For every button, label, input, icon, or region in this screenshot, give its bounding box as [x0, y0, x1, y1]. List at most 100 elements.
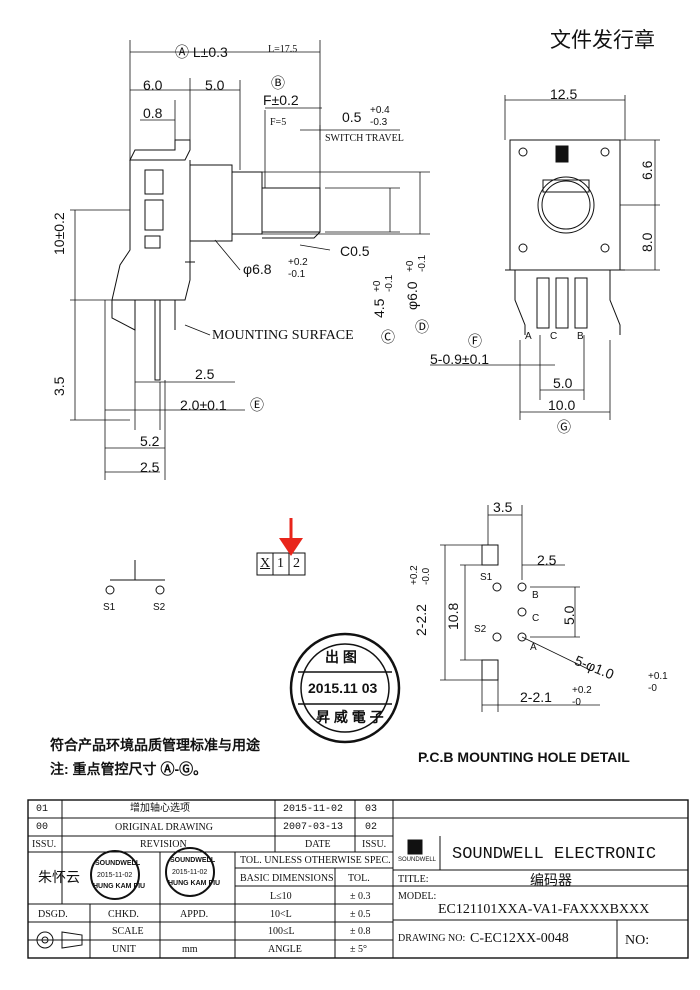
- dim-5-2: 5.2: [140, 433, 160, 449]
- unit-value: mm: [182, 944, 198, 955]
- title-label: TITLE:: [398, 874, 429, 885]
- stamp-bottom-text: 昇 威 電 子: [316, 709, 384, 725]
- dim-phi-6-8: φ6.8: [243, 261, 272, 277]
- dim-5-0-front: 5.0: [553, 375, 573, 391]
- tol-row-1-tol: ± 0.5: [350, 909, 371, 920]
- label-b: Ⓑ: [271, 75, 285, 91]
- pcb-dim-2-5: 2.5: [537, 552, 557, 568]
- dim-f: F±0.2: [263, 92, 299, 108]
- pcb-dim-5-0: 5.0: [561, 605, 577, 625]
- pcb-dim-2-1-up: +0.2: [572, 685, 592, 696]
- dim-8-0: 8.0: [639, 232, 655, 252]
- rev-0-desc: 增加轴心选项: [130, 803, 190, 814]
- pcb-a: A: [530, 642, 537, 653]
- dim-chamfer: C0.5: [340, 243, 370, 259]
- dim-phi-6-8-up: +0.2: [288, 257, 308, 268]
- pcb-dim-holes-up: +0.1: [648, 671, 668, 682]
- stamp1-top: SOUNDWELL: [95, 860, 141, 867]
- pcb-b: B: [532, 590, 539, 601]
- pcb-dim-10-8: 10.8: [445, 602, 461, 630]
- issue-stamp-title: 文件发行章: [550, 29, 655, 52]
- tol-label: TOL.: [348, 873, 370, 884]
- pcb-title: P.C.B MOUNTING HOLE DETAIL: [418, 749, 630, 765]
- dsgd-label: DSGD.: [38, 909, 68, 920]
- schematic-1: 1: [277, 556, 284, 571]
- dim-2-5-lower: 2.5: [140, 459, 160, 475]
- pin-b-label: B: [577, 331, 584, 342]
- stamp1-bottom: HUNG KAM PIU: [93, 883, 146, 890]
- label-g: Ⓖ: [557, 419, 571, 435]
- note-line-2: 注: 重点管控尺寸 Ⓐ-Ⓖ。: [50, 761, 208, 777]
- no-label: NO:: [625, 933, 650, 948]
- header-issu: ISSU.: [32, 839, 57, 850]
- signer-name: 朱怀云: [38, 869, 80, 885]
- dim-f-note: F=5: [270, 117, 287, 128]
- scale-label: SCALE: [112, 926, 144, 937]
- chkd-label: CHKD.: [108, 909, 139, 920]
- dim-holes: 5-0.9±0.1: [430, 351, 490, 367]
- switch-travel-value: 0.5: [342, 109, 362, 125]
- drawing-no-value: C-EC12XX-0048: [470, 931, 569, 946]
- tol-header: TOL. UNLESS OTHERWISE SPEC.: [240, 855, 391, 866]
- label-d: Ⓓ: [415, 319, 429, 335]
- title-value: 编码器: [530, 872, 572, 888]
- switch-travel-tol-up: +0.4: [370, 105, 390, 116]
- dim-6-0: 6.0: [143, 77, 163, 93]
- switch-s2: S2: [153, 602, 166, 613]
- stamp2-top: SOUNDWELL: [170, 857, 216, 864]
- drawing-no-label: DRAWING NO:: [398, 933, 466, 944]
- schematic-x: X: [260, 556, 271, 571]
- pcb-dim-2-2-up: +0.2: [409, 565, 420, 585]
- stamp1-date: 2015-11-02: [97, 872, 133, 879]
- dim-phi-6-8-dn: -0.1: [288, 269, 306, 280]
- model-label: MODEL:: [398, 891, 437, 902]
- schematic-2: 2: [293, 556, 300, 571]
- stamp-top-text: 出 图: [325, 649, 357, 665]
- dim-4-5-up: +0: [372, 280, 383, 292]
- dim-0-8: 0.8: [143, 105, 163, 121]
- header-date: DATE: [305, 839, 331, 850]
- dim-10-0: 10.0: [548, 397, 576, 413]
- pcb-dim-2-2-dn: -0.0: [421, 567, 432, 585]
- pin-c-label: C: [550, 331, 558, 342]
- dim-2-0: 2.0±0.1: [180, 397, 227, 413]
- company-name: SOUNDWELL ELECTRONIC: [452, 845, 657, 864]
- stamp-date: 2015.11 03: [308, 680, 378, 696]
- tol-row-1-range: 10<L: [270, 909, 292, 920]
- tol-row-2-range: 100≤L: [268, 926, 295, 937]
- switch-travel-tol-dn: -0.3: [370, 117, 388, 128]
- header-issu-2: ISSU.: [362, 839, 387, 850]
- pcb-c: C: [532, 613, 540, 624]
- tol-row-3-range: ANGLE: [268, 944, 302, 955]
- rev-1-no: 00: [36, 822, 49, 833]
- stamp2-bottom: HUNG KAM PIU: [168, 880, 221, 887]
- dim-2-5-upper: 2.5: [195, 366, 215, 382]
- switch-travel-label: SWITCH TRAVEL: [325, 133, 404, 144]
- dim-length-note: L=17.5: [268, 44, 298, 55]
- note-line-1: 符合产品环境品质管理标准与用途: [50, 737, 260, 753]
- unit-label: UNIT: [112, 944, 136, 955]
- pcb-dim-holes-dn: -0: [648, 683, 657, 694]
- appd-label: APPD.: [180, 909, 209, 920]
- dim-5-0: 5.0: [205, 77, 225, 93]
- label-f: Ⓕ: [468, 333, 482, 349]
- rev-1-code: 02: [365, 822, 378, 833]
- rev-1-desc: ORIGINAL DRAWING: [115, 822, 213, 833]
- dim-4-5-dn: -0.1: [384, 274, 395, 292]
- pcb-dim-2-2: 2-2.2: [413, 604, 429, 636]
- stamp2-date: 2015-11-02: [172, 869, 208, 876]
- mounting-surface-label: MOUNTING SURFACE: [212, 328, 354, 343]
- dim-length: Ⓐ L±0.3: [175, 44, 228, 60]
- tol-row-0-tol: ± 0.3: [350, 891, 371, 902]
- dim-6-6: 6.6: [639, 160, 655, 180]
- pcb-s1: S1: [480, 572, 493, 583]
- tol-row-0-range: L≤10: [270, 891, 292, 902]
- rev-0-date: 2015-11-02: [283, 804, 344, 815]
- basic-dimensions: BASIC DIMENSIONS: [240, 873, 334, 884]
- pcb-dim-3-5: 3.5: [493, 499, 513, 515]
- dim-4-5: 4.5: [371, 298, 387, 318]
- pcb-dim-2-1: 2-2.1: [520, 689, 552, 705]
- label-c: Ⓒ: [381, 329, 395, 345]
